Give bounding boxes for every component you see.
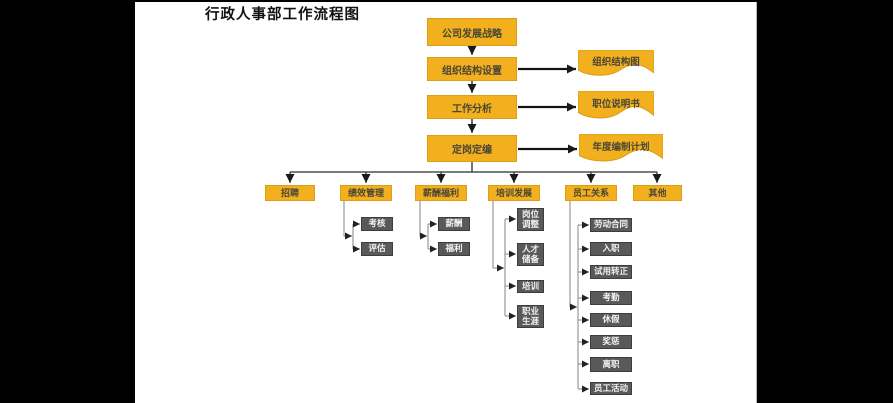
child-onboarding: 入职 — [590, 242, 632, 256]
doc-annual-staffing-plan: 年度编制计划 — [579, 134, 663, 166]
child-training: 培训 — [517, 280, 544, 293]
child-employee-activities: 员工活动 — [590, 382, 632, 395]
document-shape — [578, 50, 654, 76]
child-resignation: 离职 — [590, 357, 632, 372]
child-position-adjustment: 岗位调整 — [517, 208, 544, 231]
document-shape — [578, 91, 654, 119]
child-career: 职业生涯 — [517, 305, 544, 328]
branch-employee-relations: 员工关系 — [565, 185, 617, 201]
branch-recruitment: 招聘 — [265, 185, 315, 201]
branch-performance-management: 绩效管理 — [340, 185, 392, 201]
branch-others: 其他 — [633, 185, 682, 201]
document-shape — [579, 134, 663, 162]
doc-job-description: 职位说明书 — [578, 91, 654, 123]
flow-node-org-structure-setup: 组织结构设置 — [427, 57, 517, 81]
document-label: 组织结构图 — [592, 56, 640, 68]
branch-compensation-benefits: 薪酬福利 — [415, 185, 467, 201]
child-labor-contract: 劳动合同 — [590, 218, 632, 232]
child-leave: 休假 — [590, 313, 632, 327]
document-label: 年度编制计划 — [592, 141, 650, 153]
child-probation-confirmation: 试用转正 — [590, 265, 632, 279]
document-label: 职位说明书 — [592, 98, 640, 110]
flow-node-position-staffing: 定岗定编 — [427, 135, 517, 162]
child-assessment: 考核 — [361, 217, 393, 231]
child-rewards-punishments: 奖惩 — [590, 335, 632, 349]
doc-org-structure-chart: 组织结构图 — [578, 50, 654, 80]
flow-node-job-analysis: 工作分析 — [427, 95, 517, 119]
child-welfare: 福利 — [438, 242, 470, 256]
child-talent-reserve: 人才储备 — [517, 243, 544, 266]
child-salary: 薪酬 — [438, 217, 470, 231]
flow-node-company-strategy: 公司发展战略 — [427, 18, 517, 46]
child-attendance: 考勤 — [590, 291, 632, 305]
child-evaluation: 评估 — [361, 242, 393, 256]
branch-training-development: 培训发展 — [488, 185, 540, 201]
page-title: 行政人事部工作流程图 — [205, 7, 360, 23]
